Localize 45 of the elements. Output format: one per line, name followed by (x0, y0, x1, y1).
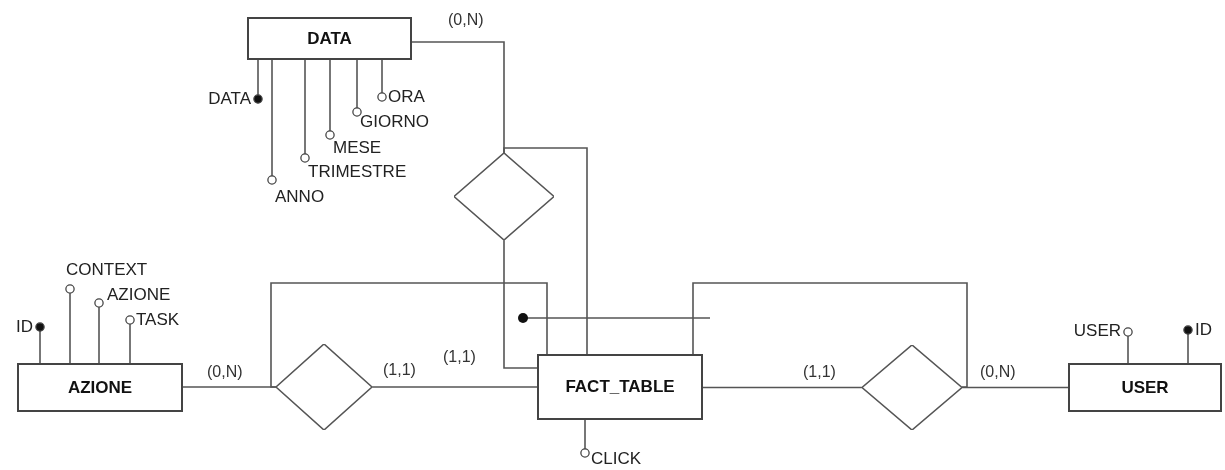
connector-line (253, 59, 263, 104)
cardinality-label: (0,N) (207, 363, 243, 381)
relationship-diamond (862, 345, 962, 430)
connector-line (580, 419, 590, 458)
attribute-label: ID (10, 318, 40, 336)
connector-line (325, 59, 335, 140)
connector-line (1183, 325, 1193, 364)
cardinality-label: (1,1) (443, 348, 476, 366)
connector-line (300, 59, 310, 163)
attribute-label: ID (1188, 321, 1212, 339)
connector-line (352, 59, 362, 117)
connector-line (503, 239, 538, 369)
entity-box: DATA (247, 17, 412, 60)
cardinality-label: (1,1) (803, 363, 836, 381)
connector-line (371, 386, 538, 388)
connector-line (35, 322, 45, 364)
relationship-diamond (276, 344, 372, 430)
attribute-label: GIORNO (355, 112, 429, 131)
connector-line (267, 59, 277, 185)
connector-line (125, 315, 135, 364)
attribute-label: DATA (190, 90, 258, 108)
cardinality-label: (1,1) (383, 361, 416, 379)
relationship-diamond (454, 153, 554, 240)
connector-line (377, 59, 387, 102)
attribute-label: AZIONE (99, 286, 171, 304)
connector-line (65, 284, 75, 364)
attribute-label: CONTEXT (62, 261, 148, 289)
connector-line (702, 386, 863, 389)
connector-line (1123, 327, 1133, 364)
entity-box: FACT_TABLE (537, 354, 703, 420)
attribute-label: ANNO (270, 180, 325, 206)
cardinality-label: (0,N) (980, 363, 1016, 381)
cardinality-label: (0,N) (448, 11, 484, 29)
connector-line (270, 282, 548, 388)
attribute-label: ORA (382, 88, 425, 106)
connector-line (692, 282, 968, 388)
connector-line (503, 147, 588, 355)
attribute-label: TASK (130, 311, 180, 329)
attribute-label: CLICK (585, 450, 642, 468)
entity-box: AZIONE (17, 363, 183, 412)
attribute-label: MESE (328, 135, 382, 157)
attribute-label: USER (1050, 322, 1128, 340)
connector-line (94, 298, 104, 364)
entity-box: USER (1068, 363, 1222, 412)
attribute-label: TRIMESTRE (303, 158, 407, 181)
